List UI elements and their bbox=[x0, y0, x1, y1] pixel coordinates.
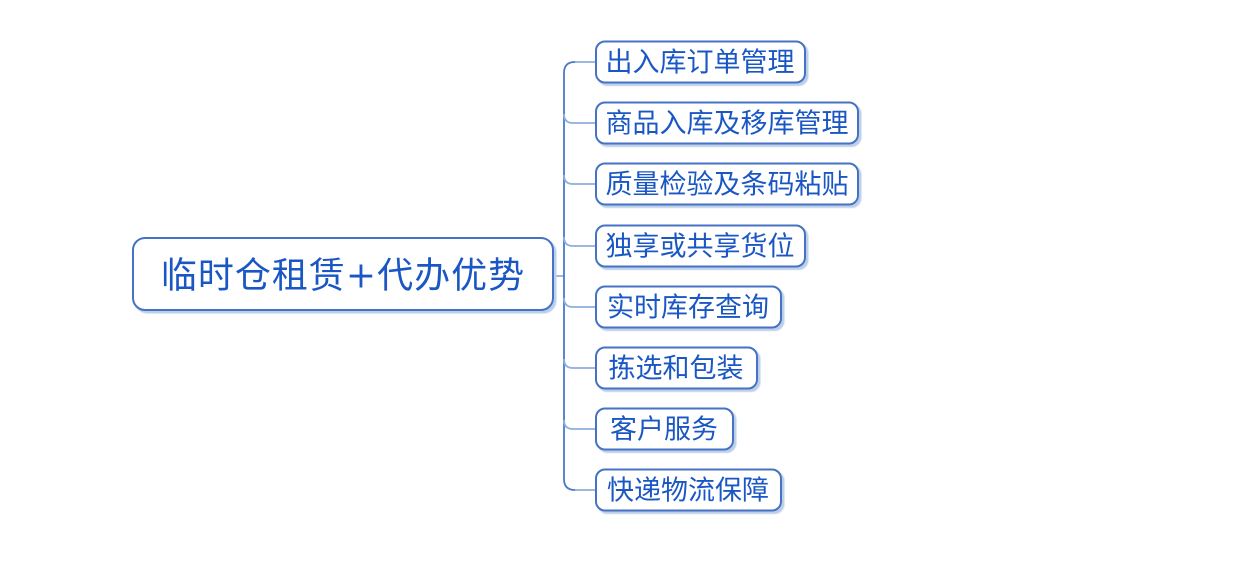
connector-branch-5 bbox=[563, 297, 596, 308]
connector-branch-7 bbox=[563, 419, 596, 430]
connector-branch-6 bbox=[563, 358, 596, 369]
child-node-box[interactable] bbox=[595, 468, 782, 512]
connector-branch-2 bbox=[563, 113, 596, 124]
connector-branch-4 bbox=[563, 236, 596, 247]
connector-trunk bbox=[563, 61, 576, 491]
child-node-picking-and-packing[interactable]: 拣选和包装 bbox=[595, 346, 758, 390]
child-node-inbound-outbound-order-management[interactable]: 出入库订单管理 bbox=[595, 40, 806, 84]
child-node-box[interactable] bbox=[595, 40, 806, 84]
connector-branch-3 bbox=[563, 174, 596, 185]
child-node-box[interactable] bbox=[595, 407, 734, 451]
child-node-label: 质量检验及条码粘贴 bbox=[606, 170, 849, 201]
child-node-box[interactable] bbox=[595, 346, 758, 390]
child-node-quality-inspection-and-barcode-labeling[interactable]: 质量检验及条码粘贴 bbox=[595, 162, 859, 206]
child-node-label: 独享或共享货位 bbox=[606, 232, 795, 263]
root-node[interactable]: 临时仓租赁+代办优势 bbox=[132, 237, 554, 311]
child-node-label: 出入库订单管理 bbox=[606, 48, 795, 79]
child-node-box[interactable] bbox=[595, 101, 859, 145]
child-node-exclusive-or-shared-slots[interactable]: 独享或共享货位 bbox=[595, 224, 806, 268]
child-node-box[interactable] bbox=[595, 224, 806, 268]
root-node-label: 临时仓租赁+代办优势 bbox=[161, 256, 525, 297]
child-node-box[interactable] bbox=[595, 162, 859, 206]
child-node-box[interactable] bbox=[595, 285, 782, 329]
child-node-express-logistics-guarantee[interactable]: 快递物流保障 bbox=[595, 468, 782, 512]
child-node-label: 快递物流保障 bbox=[607, 476, 769, 507]
child-node-label: 实时库存查询 bbox=[607, 293, 769, 324]
connector-network bbox=[553, 61, 596, 491]
child-node-goods-inbound-and-relocation-management[interactable]: 商品入库及移库管理 bbox=[595, 101, 859, 145]
root-node-box[interactable] bbox=[132, 237, 554, 311]
child-node-label: 客户服务 bbox=[610, 415, 718, 446]
child-node-real-time-inventory-query[interactable]: 实时库存查询 bbox=[595, 285, 782, 329]
child-node-label: 商品入库及移库管理 bbox=[606, 109, 849, 140]
child-node-customer-service[interactable]: 客户服务 bbox=[595, 407, 734, 451]
child-node-label: 拣选和包装 bbox=[609, 354, 744, 385]
